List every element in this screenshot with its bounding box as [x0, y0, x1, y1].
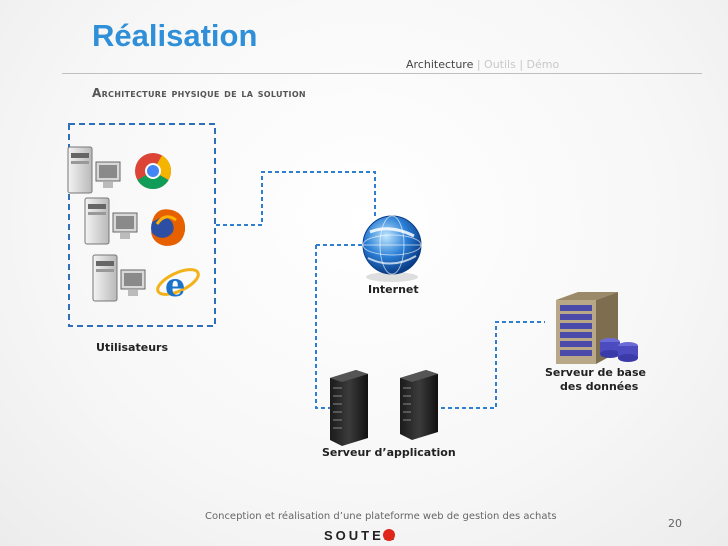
firefox-icon [151, 209, 186, 246]
db-server-label-line2: des données [560, 380, 639, 393]
app-server-rack-icon [330, 370, 368, 446]
slide-title: Réalisation [92, 18, 258, 53]
link-users-internet [216, 171, 376, 226]
app-server-rack-icon [400, 370, 438, 440]
nav-item-outils[interactable]: Outils [484, 58, 516, 71]
svg-text:SOUTEM: SOUTEM [324, 528, 398, 543]
link-app-db [441, 321, 545, 409]
workstation-icon [92, 254, 146, 302]
workstation-icon [84, 197, 138, 245]
svg-text:e: e [165, 266, 185, 304]
database-server-icon [556, 292, 638, 364]
nav-item-architecture[interactable]: Architecture [406, 58, 474, 71]
nav-item-demo[interactable]: Démo [526, 58, 560, 71]
soutem-logo: SOUTEM [324, 528, 398, 543]
internet-globe-icon [362, 215, 422, 282]
users-group-box [68, 123, 216, 327]
workstation-icon [67, 146, 121, 194]
internet-label: Internet [368, 283, 419, 296]
app-server-label: Serveur d’application [322, 446, 456, 459]
chrome-icon [135, 153, 172, 190]
db-server-label-line1: Serveur de base [545, 366, 646, 379]
internet-explorer-icon: e [156, 266, 200, 304]
users-label: Utilisateurs [96, 341, 168, 354]
page-number: 20 [668, 517, 682, 530]
section-nav: Architecture | Outils | Démo [406, 58, 560, 71]
footer-text: Conception et réalisation d’une platefor… [205, 511, 557, 522]
header-divider [62, 73, 702, 74]
slide-subtitle: Architecture physique de la solution [92, 86, 306, 100]
